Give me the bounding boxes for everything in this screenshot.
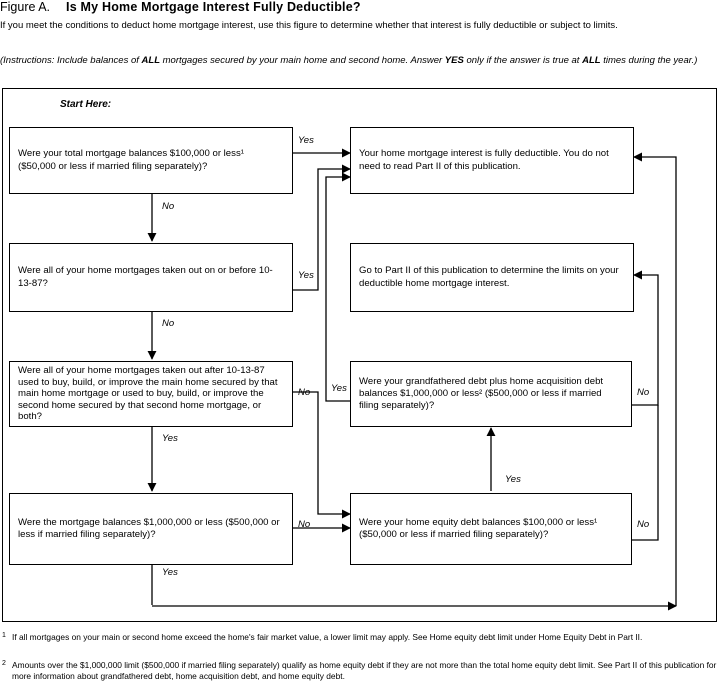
label-no-q4: No <box>298 519 311 530</box>
intro-text: If you meet the conditions to deduct hom… <box>0 20 618 31</box>
question-total-balance: Were your total mortgage balances $100,0… <box>18 148 244 172</box>
start-label: Start Here: <box>60 99 112 110</box>
question-million-limit-box: Were the mortgage balances $1,000,000 or… <box>9 493 293 565</box>
footnote-1: 1 If all mortgages on your main or secon… <box>2 632 718 643</box>
label-no-q1: No <box>162 201 175 212</box>
question-total-balance-box: Were your total mortgage balances $100,0… <box>9 127 293 194</box>
question-home-equity-debt: Were your home equity debt balances $100… <box>359 516 598 540</box>
question-before-1987: Were all of your home mortgages taken ou… <box>18 265 273 289</box>
label-yes-q1: Yes <box>298 135 314 146</box>
result-fully-deductible-box: Your home mortgage interest is fully ded… <box>350 127 634 194</box>
question-used-to-buy: Were all of your home mortgages taken ou… <box>18 365 278 423</box>
question-grandfathered-debt-box: Were your grandfathered debt plus home a… <box>350 361 632 427</box>
label-yes-q4: Yes <box>162 567 178 578</box>
label-no-q2: No <box>162 318 175 329</box>
figure-title: Figure A. Is My Home Mortgage Interest Fu… <box>0 0 361 14</box>
result-go-to-part-ii-box: Go to Part II of this publication to det… <box>350 243 634 312</box>
result-go-to-part-ii: Go to Part II of this publication to det… <box>359 265 619 289</box>
label-yes-q6: Yes <box>505 474 521 485</box>
footnote-2: 2 Amounts over the $1,000,000 limit ($50… <box>2 660 717 681</box>
question-grandfathered-debt: Were your grandfathered debt plus home a… <box>359 375 604 412</box>
question-million-limit: Were the mortgage balances $1,000,000 or… <box>18 516 280 540</box>
question-home-equity-debt-box: Were your home equity debt balances $100… <box>350 493 632 565</box>
label-yes-q2: Yes <box>298 270 314 281</box>
flowchart-frame <box>2 88 717 622</box>
footnote-1-text: If all mortgages on your main or second … <box>12 632 643 642</box>
label-yes-q5: Yes <box>331 383 347 394</box>
figure-heading: Is My Home Mortgage Interest Fully Deduc… <box>66 0 361 14</box>
label-no-q3: No <box>298 387 311 398</box>
label-no-q6: No <box>637 519 650 530</box>
figure-label: Figure A. <box>0 0 51 14</box>
result-fully-deductible: Your home mortgage interest is fully ded… <box>359 148 609 172</box>
footnote-2-text: Amounts over the $1,000,000 limit ($500,… <box>12 660 717 681</box>
instructions-text: (Instructions: Include balances of ALL m… <box>0 55 698 66</box>
question-used-to-buy-box: Were all of your home mortgages taken ou… <box>9 361 293 427</box>
label-no-q5: No <box>637 387 650 398</box>
question-before-1987-box: Were all of your home mortgages taken ou… <box>9 243 293 312</box>
label-yes-q3: Yes <box>162 433 178 444</box>
